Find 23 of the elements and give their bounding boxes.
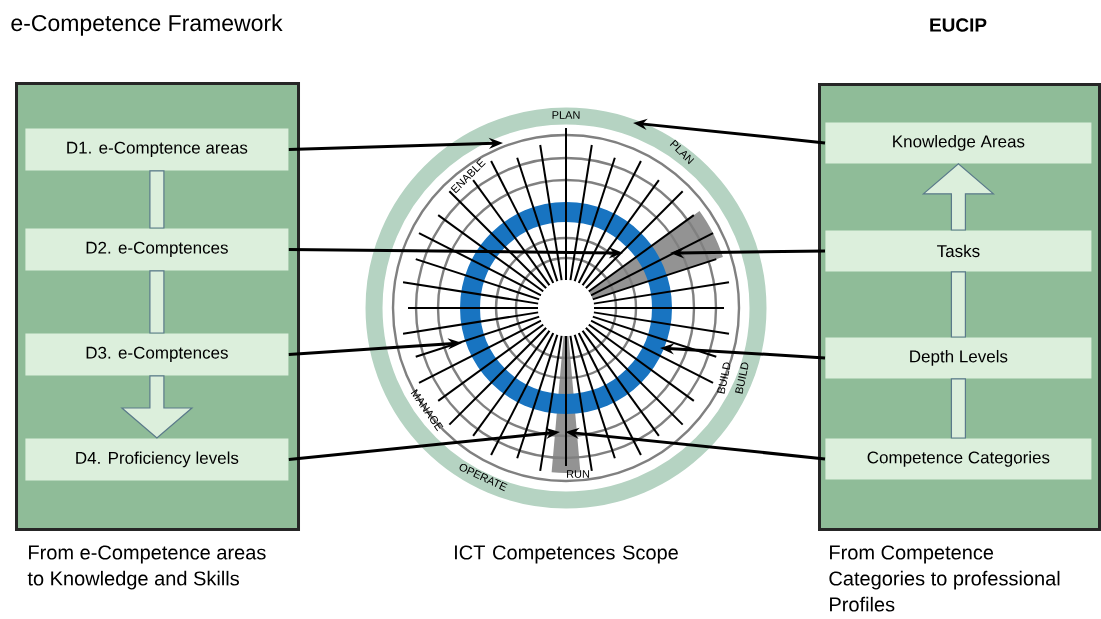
sector-label: BUILD (717, 362, 731, 394)
node-label: From Competence Categories to professional Profiles (829, 545, 1060, 612)
heading: e-Competence Framework (11, 14, 283, 36)
text-box: D4. Proficiency levels (25, 438, 289, 481)
text-box: Competence Categories (825, 438, 1092, 480)
sector-label: PLAN (552, 111, 580, 119)
text-box: D3. e-Comptences (25, 333, 289, 376)
sector-label: RUN (567, 470, 590, 478)
text-box: Depth Levels (825, 337, 1092, 379)
text-box: D2. e-Comptences (25, 228, 289, 271)
node-label: From e-Competence areas to Knowledge and Skills (27, 545, 266, 590)
block-arrow-shaft (149, 270, 165, 334)
text-box: D1. e-Comptence areas (25, 128, 289, 171)
block-arrow (921, 163, 996, 231)
block-arrow-shaft (950, 378, 966, 439)
sector-label: BUILD (735, 362, 749, 394)
text-box: Knowledge Areas (825, 122, 1092, 164)
heading: EUCIP (930, 18, 987, 32)
text-box: Tasks (825, 230, 1092, 272)
node-label: ICT Competences Scope (455, 545, 678, 564)
block-arrow-shaft (950, 271, 966, 338)
block-arrow (120, 375, 194, 439)
block-arrow-shaft (149, 170, 165, 229)
